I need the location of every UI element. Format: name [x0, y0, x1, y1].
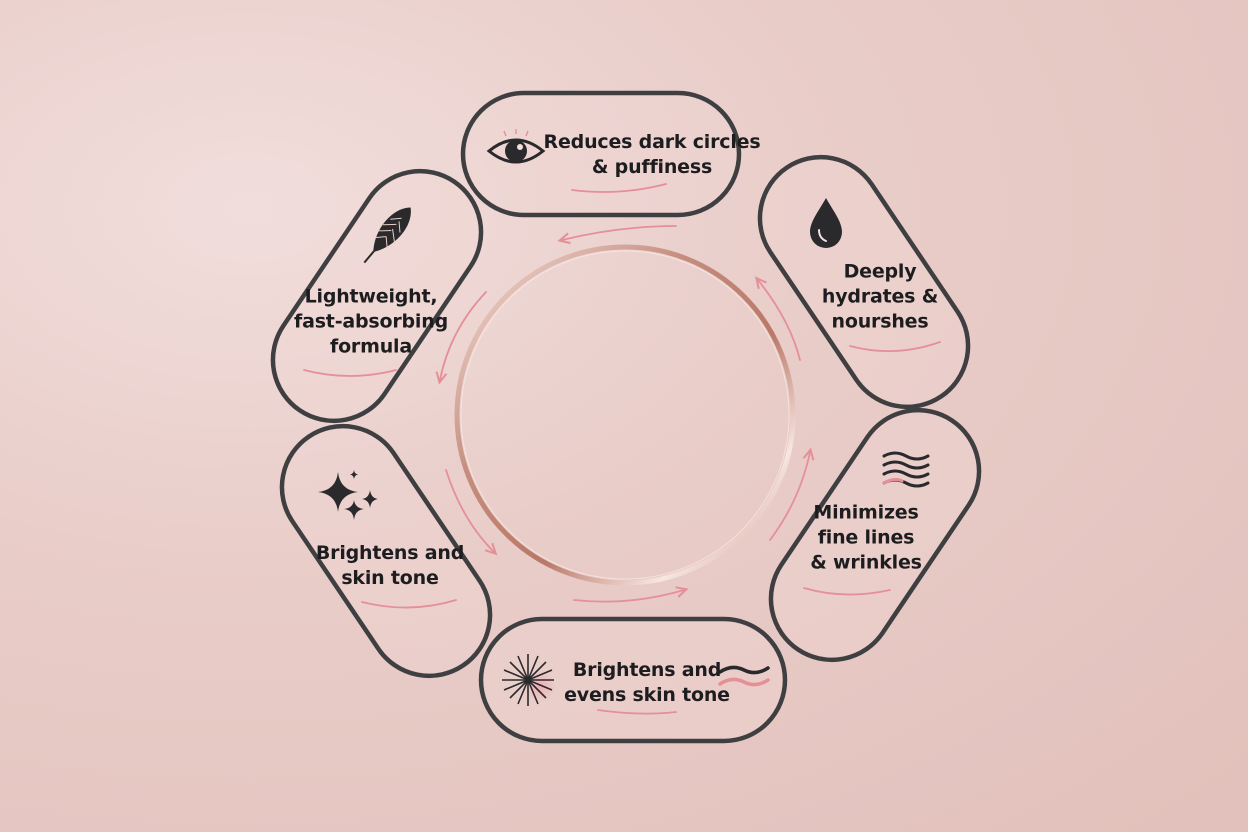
swoosh-lines-icon [718, 665, 770, 687]
benefit-text-line: Deeply [843, 260, 917, 283]
pill-top [460, 90, 742, 218]
flow-arrow-right [758, 280, 801, 361]
benefit-text-line: Minimizes [813, 501, 919, 524]
flow-arrow-lower-right [769, 452, 810, 541]
flow-arrow-upper-left [440, 291, 487, 380]
benefit-text-line: fast-absorbing [294, 310, 448, 333]
starburst-icon [502, 654, 556, 706]
benefit-text-line: evens skin tone [564, 684, 730, 706]
benefit-text-line: Reduces dark circles [543, 131, 761, 153]
flow-arrow-bottom [573, 590, 684, 603]
benefit-pills [270, 90, 982, 744]
waves-icon [882, 451, 930, 488]
benefit-label-upper-right: Deeply hydrates & nourshes [822, 260, 938, 335]
pill-lower-right [768, 407, 982, 663]
benefit-label-lower-right: Minimizes fine lines & wrinkles [810, 501, 922, 576]
pill-upper-right [757, 154, 971, 410]
benefit-text-line: & puffiness [591, 156, 713, 178]
eye-icon [486, 129, 546, 164]
benefit-text-line: hydrates & [821, 285, 939, 308]
accent-underlines [303, 183, 941, 715]
flow-arrow-top [562, 225, 677, 240]
benefit-label-bottom: Brightens and evens skin tone [564, 658, 730, 708]
benefit-label-top: Reduces dark circles & puffiness [544, 130, 761, 180]
center-ring [454, 244, 796, 586]
benefit-text-line: Brightens and [572, 659, 722, 681]
benefit-label-lower-left: Brightens and skin tone [316, 541, 464, 591]
benefit-text-line: Brightens and [315, 542, 465, 564]
sparkles-icon [318, 470, 378, 520]
flow-arrows [440, 225, 810, 603]
pill-bottom [478, 616, 788, 744]
center-ring-inner-highlight [460, 250, 790, 580]
flow-arrow-left [445, 469, 494, 552]
pill-upper-left [270, 168, 484, 424]
benefit-text-line: nourshes [831, 310, 929, 333]
benefit-text-line: skin tone [341, 567, 439, 589]
benefit-text-line: formula [330, 335, 412, 358]
benefit-label-upper-left: Lightweight, fast-absorbing formula [294, 285, 448, 360]
droplet-icon [810, 198, 842, 248]
benefit-text-line: & wrinkles [810, 551, 922, 574]
feather-icon [363, 207, 411, 264]
benefit-text-line: Lightweight, [304, 285, 438, 308]
benefit-text-line: fine lines [817, 526, 915, 549]
